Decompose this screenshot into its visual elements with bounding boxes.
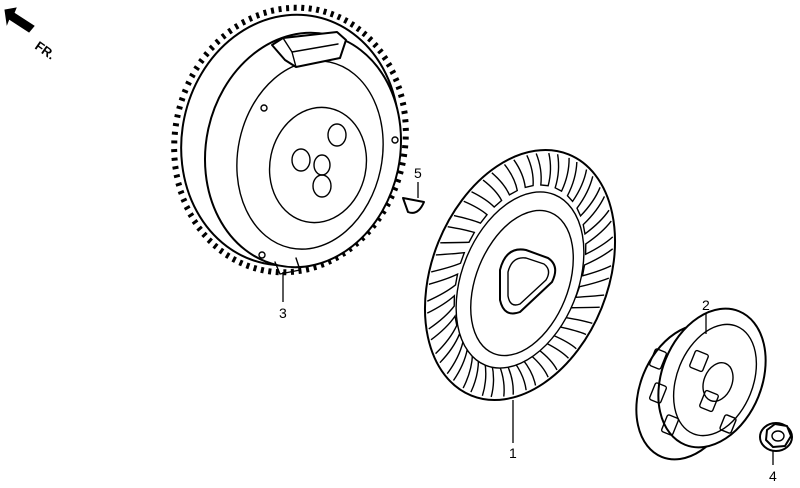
gear-tooth <box>224 252 231 259</box>
gear-tooth <box>255 12 261 19</box>
front-label: FR. <box>32 38 58 62</box>
callout-3: 3 <box>279 305 287 321</box>
gear-tooth <box>381 54 389 61</box>
gear-tooth <box>315 6 320 14</box>
gear-tooth <box>367 36 374 43</box>
gear-tooth <box>174 113 181 119</box>
cooling-fan <box>423 149 617 401</box>
gear-tooth <box>185 80 192 86</box>
gear-tooth <box>206 237 213 244</box>
gear-tooth <box>401 110 408 115</box>
gear-tooth <box>214 38 221 46</box>
gear-tooth <box>252 264 258 272</box>
gear-tooth <box>262 9 268 17</box>
woodruff-key <box>402 197 425 214</box>
gear-tooth <box>329 10 335 18</box>
gear-tooth <box>198 57 205 65</box>
callout-5: 5 <box>414 165 422 181</box>
callout-4: 4 <box>769 468 777 484</box>
gear-tooth <box>181 88 189 94</box>
fan-blade <box>535 152 552 187</box>
gear-tooth <box>402 118 409 123</box>
gear-tooth <box>240 18 247 26</box>
gear-tooth <box>212 242 219 250</box>
gear-tooth <box>245 262 251 270</box>
gear-tooth <box>349 21 356 28</box>
gear-tooth <box>278 5 282 13</box>
gear-tooth <box>189 72 196 79</box>
gear-tooth <box>233 23 240 30</box>
gear-tooth <box>172 165 179 170</box>
gear-tooth <box>343 17 349 24</box>
gear-tooth <box>355 25 362 33</box>
gear-tooth <box>260 266 265 274</box>
arrow-forward-icon <box>4 7 35 33</box>
gear-tooth <box>270 7 275 14</box>
gear-tooth <box>231 256 237 263</box>
gear-tooth <box>175 181 183 187</box>
gear-tooth <box>377 48 384 55</box>
fan-blade <box>431 251 466 273</box>
gear-tooth <box>336 13 342 21</box>
gear-tooth <box>322 8 328 16</box>
gear-tooth <box>220 32 227 40</box>
gear-tooth <box>173 173 181 179</box>
fan-blade <box>426 294 456 330</box>
gear-tooth <box>176 105 183 110</box>
gear-tooth <box>247 15 254 22</box>
gear-tooth <box>238 259 244 267</box>
gear-tooth <box>392 77 400 83</box>
fan-blade <box>440 225 476 244</box>
fan-blade <box>430 314 458 355</box>
gear-tooth <box>178 96 186 102</box>
callout-2: 2 <box>702 297 710 313</box>
fan-blade <box>581 248 614 277</box>
front-direction-indicator: FR. <box>4 7 58 62</box>
gear-tooth <box>187 212 195 218</box>
starter-pulley <box>635 307 767 461</box>
flywheel <box>171 4 409 276</box>
gear-tooth <box>361 30 368 38</box>
gear-tooth <box>399 161 406 167</box>
gear-tooth <box>395 85 403 91</box>
gear-tooth <box>208 44 216 52</box>
gear-tooth <box>172 122 180 127</box>
gear-tooth <box>400 153 408 158</box>
gear-tooth <box>177 189 185 195</box>
gear-tooth <box>308 5 313 12</box>
fan-blade <box>576 176 601 218</box>
fan-blade <box>471 179 503 209</box>
callout-1: 1 <box>509 445 517 461</box>
fan-blade <box>554 154 570 193</box>
gear-tooth <box>196 225 203 232</box>
fan-blade <box>513 154 534 189</box>
fan-blade <box>582 196 610 236</box>
fan-blade <box>491 164 519 196</box>
flange-nut <box>759 422 793 452</box>
gear-tooth <box>180 197 188 203</box>
fan-blade <box>566 161 588 203</box>
fan-blade <box>426 272 459 302</box>
fan-blade <box>453 200 488 224</box>
fan-blade <box>584 220 614 256</box>
gear-tooth <box>203 51 210 58</box>
gear-tooth <box>171 157 178 162</box>
gear-tooth <box>183 205 191 211</box>
gear-tooth <box>193 65 200 72</box>
gear-tooth <box>389 69 397 75</box>
gear-tooth <box>385 62 393 68</box>
gear-tooth <box>227 27 233 35</box>
gear-tooth <box>399 101 407 107</box>
gear-tooth <box>218 247 225 255</box>
gear-tooth <box>201 231 208 239</box>
gear-tooth <box>267 268 272 275</box>
gear-tooth <box>191 219 199 226</box>
gear-tooth <box>397 93 405 99</box>
gear-tooth <box>305 266 310 273</box>
gear-tooth <box>372 41 379 49</box>
